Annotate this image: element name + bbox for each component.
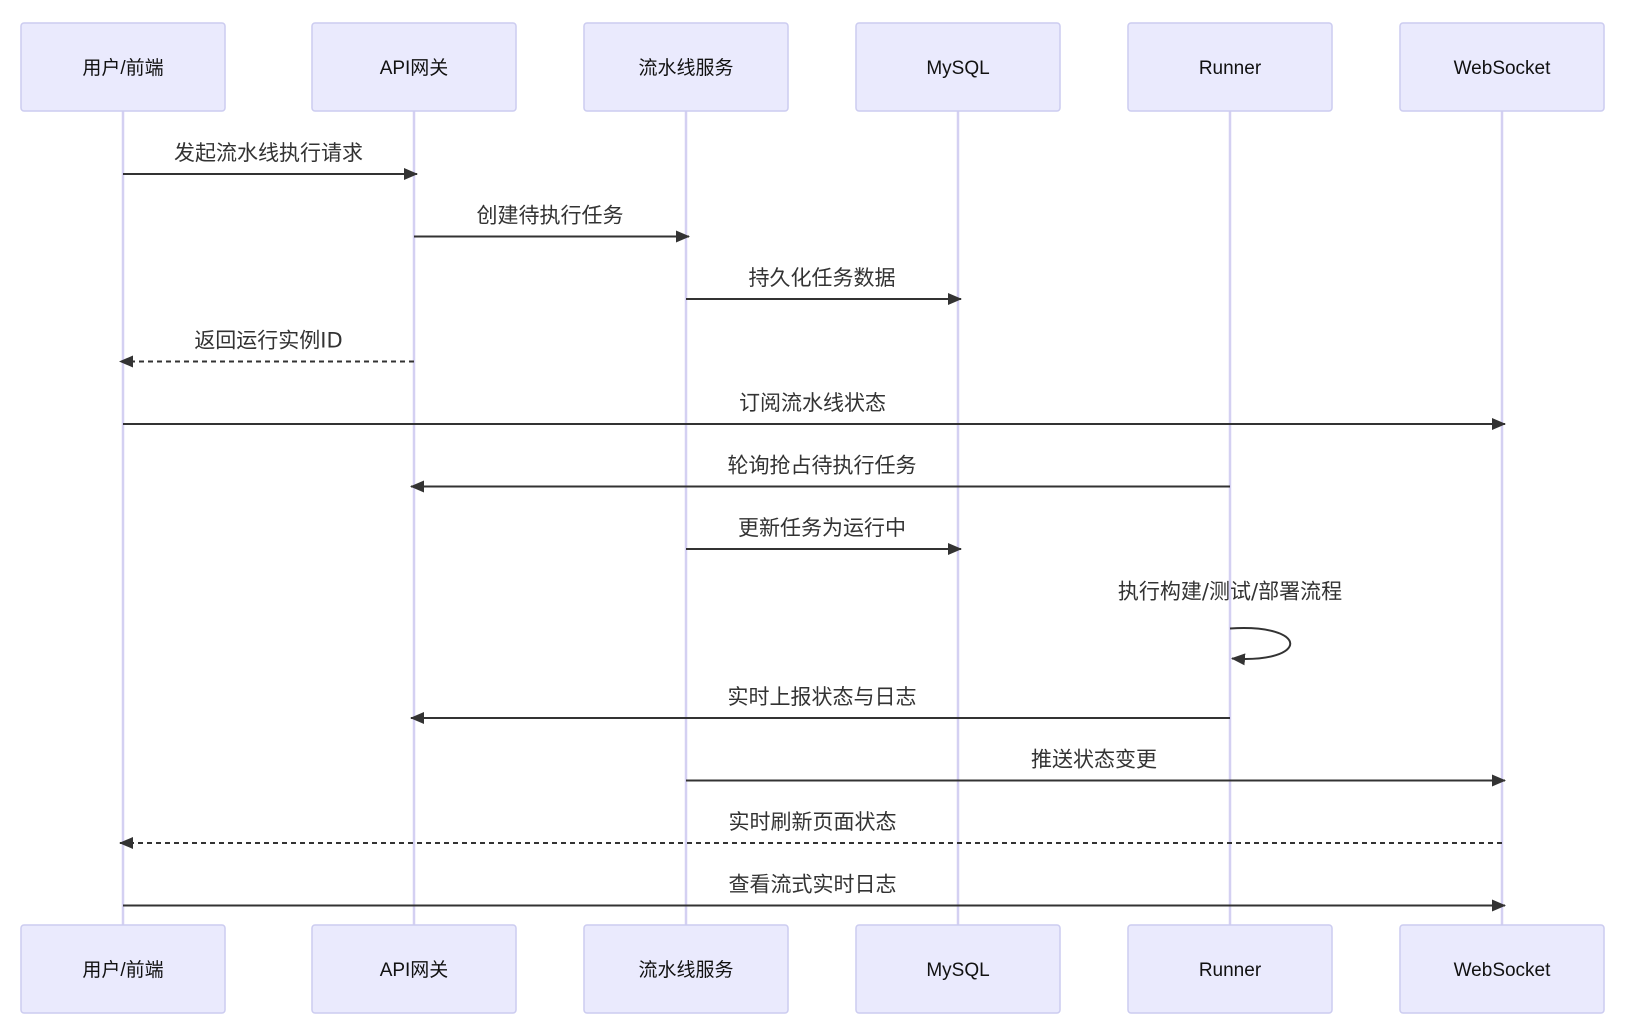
message-label: 实时刷新页面状态: [729, 810, 897, 834]
participant-box: [855, 22, 1061, 112]
participant-label: 用户/前端: [82, 57, 163, 79]
participant-websocket-bottom: WebSocket: [1399, 924, 1605, 1014]
participant-user-bottom: 用户/前端: [20, 924, 226, 1014]
message-label: 发起流水线执行请求: [174, 141, 363, 165]
participant-box: [583, 924, 789, 1014]
message-4: 返回运行实例ID: [119, 329, 414, 368]
participant-box: [583, 22, 789, 112]
message-7: 更新任务为运行中: [686, 516, 962, 555]
participant-label: Runner: [1199, 960, 1262, 981]
participant-websocket-top: WebSocket: [1399, 22, 1605, 112]
participant-box: [1127, 22, 1333, 112]
participant-mysql-bottom: MySQL: [855, 924, 1061, 1014]
participant-box: [311, 22, 517, 112]
actors-top: 用户/前端 API网关 流水线服务 MySQL Runner WebSocket: [20, 22, 1605, 112]
message-label: 更新任务为运行中: [738, 516, 906, 540]
participant-label: 流水线服务: [638, 57, 733, 79]
message-6: 轮询抢占待执行任务: [410, 454, 1230, 493]
participant-box: [1399, 924, 1605, 1014]
message-label: 推送状态变更: [1031, 748, 1157, 772]
participant-label: MySQL: [926, 960, 989, 981]
participant-box: [1127, 924, 1333, 1014]
participant-gateway-bottom: API网关: [311, 924, 517, 1014]
message-label: 订阅流水线状态: [739, 391, 886, 415]
message-label: 轮询抢占待执行任务: [728, 454, 917, 478]
participant-label: WebSocket: [1454, 58, 1552, 79]
message-2: 创建待执行任务: [414, 204, 690, 243]
participant-mysql-top: MySQL: [855, 22, 1061, 112]
message-label: 实时上报状态与日志: [728, 685, 917, 709]
participant-box: [855, 924, 1061, 1014]
participant-label: WebSocket: [1454, 960, 1552, 981]
lifelines: [121, 111, 1504, 925]
participant-box: [311, 924, 517, 1014]
actors-bottom: 用户/前端 API网关 流水线服务 MySQL Runner WebSocket: [20, 924, 1605, 1014]
message-12: 查看流式实时日志: [123, 873, 1506, 912]
message-1: 发起流水线执行请求: [123, 141, 418, 180]
participant-pipeline-top: 流水线服务: [583, 22, 789, 112]
message-label: 返回运行实例ID: [194, 329, 342, 353]
participant-box: [20, 22, 226, 112]
message-label: 查看流式实时日志: [729, 873, 897, 897]
participant-label: Runner: [1199, 58, 1262, 79]
message-10: 推送状态变更: [686, 748, 1506, 787]
participant-label: API网关: [380, 57, 449, 79]
message-11: 实时刷新页面状态: [119, 810, 1502, 849]
participant-box: [1399, 22, 1605, 112]
message-5: 订阅流水线状态: [123, 391, 1506, 430]
participant-runner-bottom: Runner: [1127, 924, 1333, 1014]
participant-pipeline-bottom: 流水线服务: [583, 924, 789, 1014]
participant-box: [20, 924, 226, 1014]
message-self-loop: [1229, 627, 1292, 666]
participant-user-top: 用户/前端: [20, 22, 226, 112]
participant-label: API网关: [380, 959, 449, 981]
participant-label: 流水线服务: [638, 959, 733, 981]
participant-label: MySQL: [926, 58, 989, 79]
message-8: 执行构建/测试/部署流程: [1118, 580, 1342, 666]
message-label: 持久化任务数据: [749, 266, 896, 290]
message-9: 实时上报状态与日志: [410, 685, 1230, 724]
participant-label: 用户/前端: [82, 959, 163, 981]
message-label: 执行构建/测试/部署流程: [1118, 580, 1342, 604]
participant-runner-top: Runner: [1127, 22, 1333, 112]
participant-gateway-top: API网关: [311, 22, 517, 112]
message-label: 创建待执行任务: [477, 204, 624, 228]
message-3: 持久化任务数据: [686, 266, 962, 305]
